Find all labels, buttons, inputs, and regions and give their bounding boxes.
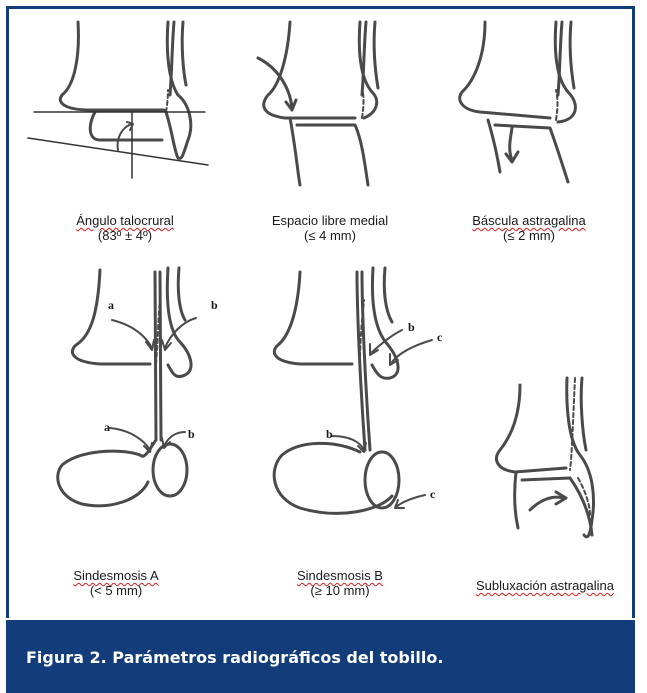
caption-bar: Figura 2. Parámetros radiográficos del t… bbox=[6, 620, 635, 693]
panel-label-talar-subluxation: Subluxación astragalina bbox=[460, 578, 630, 593]
panel-title: Sindesmosis A bbox=[46, 568, 186, 583]
panel-title: Sindesmosis B bbox=[270, 568, 410, 583]
panel-syndesmosis-a-drawing bbox=[58, 268, 196, 506]
panel-label-syndesmosis-a: Sindesmosis A (< 5 mm) bbox=[46, 568, 186, 598]
panel-value: (≤ 4 mm) bbox=[245, 228, 415, 243]
panel-value: (83º ± 4º) bbox=[40, 228, 210, 243]
figure-caption: Figura 2. Parámetros radiográficos del t… bbox=[26, 648, 443, 667]
panel-talocrural-angle-drawing bbox=[28, 22, 208, 178]
annotation-a-upper: a bbox=[108, 298, 114, 313]
panel-label-talocrural: Ángulo talocrural (83º ± 4º) bbox=[40, 213, 210, 243]
panel-talar-tilt-drawing bbox=[460, 22, 576, 182]
annotation-c-lower: c bbox=[430, 487, 435, 502]
panel-value: (≥ 10 mm) bbox=[270, 583, 410, 598]
annotation-b-lower: b bbox=[188, 427, 195, 442]
annotation-b-syndesmosis-b-upper: b bbox=[408, 320, 415, 335]
panel-title: Ángulo talocrural bbox=[40, 213, 210, 228]
panel-label-talar-tilt: Báscula astragalina (≤ 2 mm) bbox=[454, 213, 604, 243]
panel-label-syndesmosis-b: Sindesmosis B (≥ 10 mm) bbox=[270, 568, 410, 598]
panel-medial-clear-space-drawing bbox=[258, 22, 378, 185]
annotation-c-upper: c bbox=[437, 330, 442, 345]
panel-value: (≤ 2 mm) bbox=[454, 228, 604, 243]
panel-title: Báscula astragalina bbox=[454, 213, 604, 228]
panel-talar-subluxation-drawing bbox=[496, 378, 593, 537]
annotation-a-lower: a bbox=[104, 420, 110, 435]
ankle-diagrams bbox=[0, 0, 647, 620]
panel-value: (< 5 mm) bbox=[46, 583, 186, 598]
annotation-b-syndesmosis-b-lower: b bbox=[326, 427, 333, 442]
panel-title: Subluxación astragalina bbox=[460, 578, 630, 593]
panel-title: Espacio libre medial bbox=[245, 213, 415, 228]
panel-label-medial-clear-space: Espacio libre medial (≤ 4 mm) bbox=[245, 213, 415, 243]
annotation-b-upper: b bbox=[211, 298, 218, 313]
panel-syndesmosis-b-drawing bbox=[274, 268, 432, 513]
